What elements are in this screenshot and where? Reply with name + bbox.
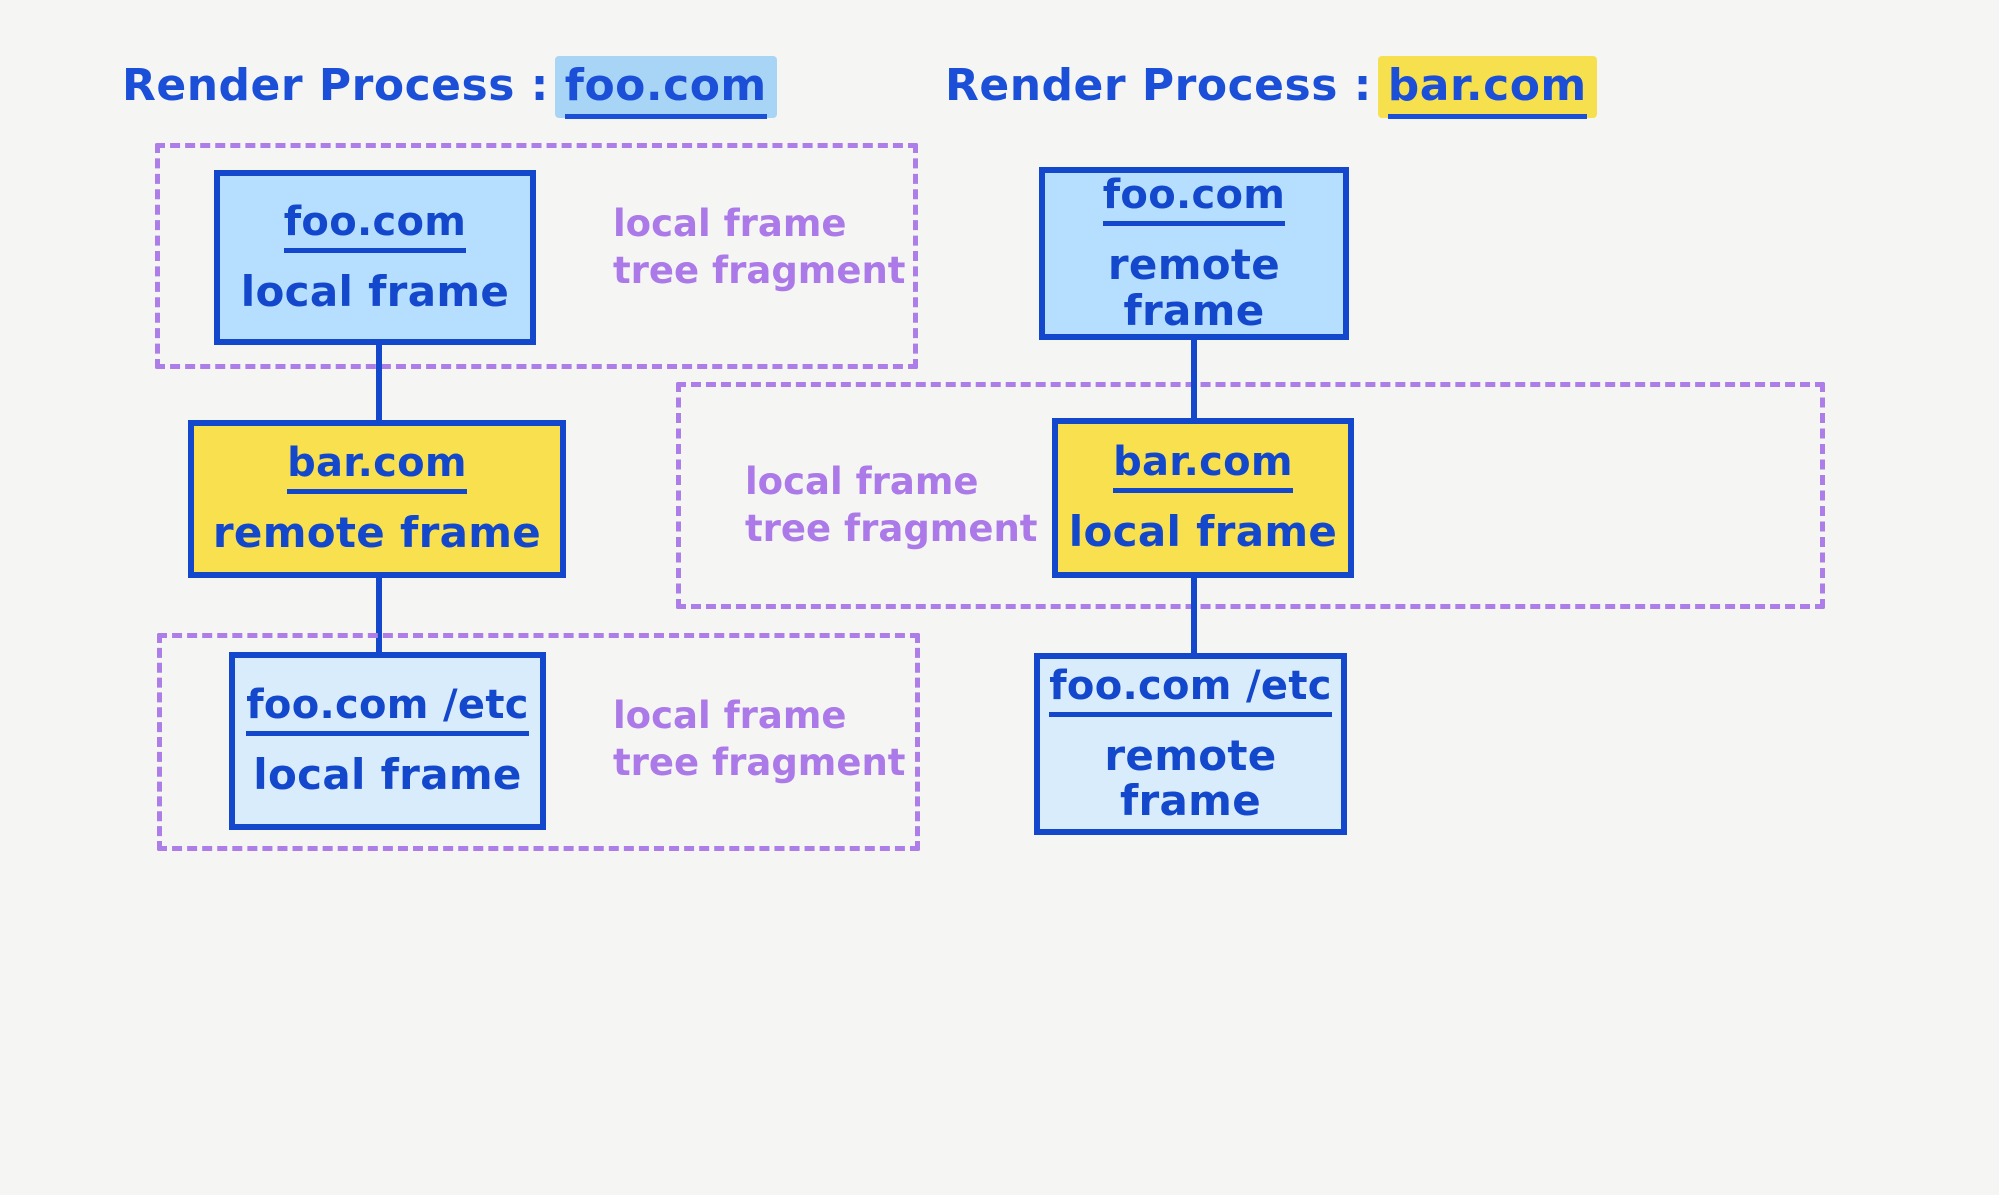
frame-box-right-3-kind: remote frame — [1104, 730, 1277, 826]
process-title-left-domain: foo.com — [564, 60, 767, 119]
process-title-right-domain: bar.com — [1387, 60, 1587, 119]
fragment-label-left-top-line2: tree fragment — [613, 249, 906, 293]
frame-box-left-2[interactable]: bar.com remote frame — [188, 420, 566, 578]
frame-box-right-1-kind: remote frame — [1107, 240, 1281, 335]
process-title-right: Render Process : bar.com — [945, 56, 1597, 119]
fragment-label-left-bottom: local frame tree fragment — [613, 692, 905, 787]
connector-right-2-3 — [1191, 576, 1197, 656]
frame-box-right-2[interactable]: bar.com local frame — [1052, 418, 1354, 578]
frame-box-right-3[interactable]: foo.com /etc remote frame — [1034, 653, 1347, 835]
frame-box-right-2-url: bar.com — [1113, 441, 1293, 494]
fragment-label-left-top: local frame tree fragment — [613, 200, 905, 295]
process-title-right-label: Render Process : — [945, 60, 1372, 111]
fragment-label-left-bottom-line1: local frame — [613, 694, 847, 737]
fragment-label-right-middle: local frame tree fragment — [745, 458, 1037, 553]
frame-box-left-3-kind: local frame — [253, 750, 522, 800]
process-title-left-highlight: foo.com — [554, 56, 777, 119]
frame-box-right-1-url: foo.com — [1102, 173, 1286, 227]
frame-box-left-1-url: foo.com — [283, 200, 467, 253]
frame-box-left-3[interactable]: foo.com /etc local frame — [229, 652, 546, 830]
process-title-right-highlight: bar.com — [1377, 56, 1597, 119]
fragment-label-left-bottom-line2: tree fragment — [613, 741, 906, 785]
frame-box-right-3-url: foo.com /etc — [1049, 664, 1332, 717]
connector-left-1-2 — [376, 345, 382, 425]
fragment-label-right-middle-line1: local frame — [745, 460, 979, 503]
frame-box-left-1[interactable]: foo.com local frame — [214, 170, 536, 345]
frame-box-left-1-kind: local frame — [240, 266, 510, 316]
frame-box-right-2-kind: local frame — [1068, 507, 1338, 557]
connector-right-1-2 — [1191, 340, 1197, 422]
frame-box-left-2-url: bar.com — [287, 442, 467, 495]
frame-box-left-3-url: foo.com /etc — [246, 684, 529, 737]
frame-box-right-1[interactable]: foo.com remote frame — [1039, 167, 1349, 340]
fragment-label-right-middle-line2: tree fragment — [745, 507, 1038, 551]
fragment-label-left-top-line1: local frame — [613, 202, 847, 245]
process-title-left-label: Render Process : — [122, 60, 549, 111]
frame-box-left-2-kind: remote frame — [212, 508, 542, 558]
connector-left-2-3 — [376, 576, 382, 656]
process-title-left: Render Process : foo.com — [122, 56, 777, 119]
